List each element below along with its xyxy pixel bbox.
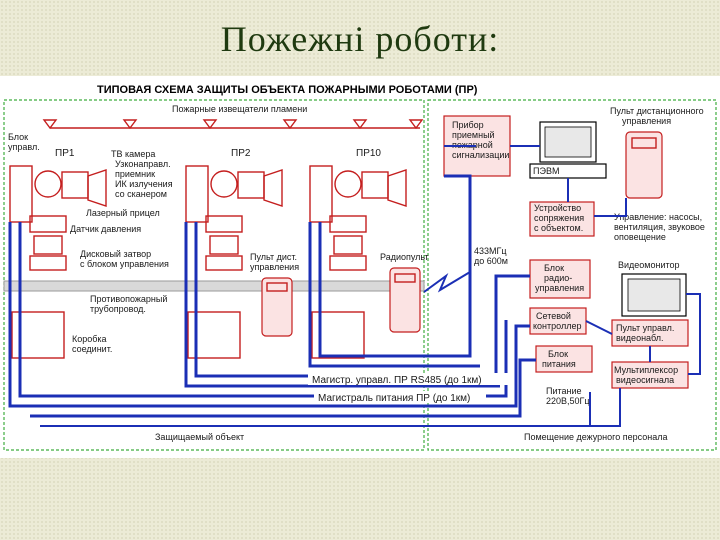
remote-control-top-label-1: Пульт дистанционного <box>610 106 704 116</box>
video-panel-label-2: видеонабл. <box>616 333 664 343</box>
duty-room-label: Помещение дежурного персонала <box>524 432 667 442</box>
fire-panel-label-1: Прибор <box>452 120 484 130</box>
pressure-sensor-label: Датчик давления <box>70 224 141 234</box>
radio-link-zigzag <box>423 271 471 293</box>
tv-camera-label: ТВ камера <box>111 149 155 159</box>
power-supply-label-2: 220В,50Гц <box>546 396 590 406</box>
junction-box-label-1: Коробка <box>72 334 107 344</box>
ir-receiver-label-4: со сканером <box>115 189 167 199</box>
robot-unit-pr10 <box>309 165 407 359</box>
disc-valve-label-2: с блоком управления <box>80 259 169 269</box>
bus-power-label-bg <box>314 391 486 403</box>
power-block-label-2: питания <box>542 359 576 369</box>
pc-label: ПЭВМ <box>533 166 559 176</box>
remote-control-top-device <box>625 131 663 199</box>
video-mux-label-1: Мультиплексор <box>614 365 678 375</box>
remote-control-top-label-2: управления <box>622 116 671 126</box>
block-control-label-2: управл. <box>8 142 40 152</box>
scheme-svg: ТИПОВАЯ СХЕМА ЗАЩИТЫ ОБЪЕКТА ПОЖАРНЫМИ Р… <box>3 84 717 451</box>
protected-object-label: Защищаемый объект <box>155 432 244 442</box>
protected-object-zone <box>3 99 425 451</box>
radio-freq-label-2: до 600м <box>474 256 508 266</box>
pipeline-label-2: трубопровод. <box>90 304 146 314</box>
power-block-label-1: Блок <box>548 349 568 359</box>
fire-pipeline <box>3 280 425 292</box>
interface-label-3: с объектом. <box>534 223 583 233</box>
remote-panel-label-1: Пульт дист. <box>250 252 297 262</box>
diagram-heading: ТИПОВАЯ СХЕМА ЗАЩИТЫ ОБЪЕКТА ПОЖАРНЫМИ Р… <box>97 84 478 96</box>
robot-unit-pr2 <box>185 165 283 359</box>
controls-label-2: вентиляция, звуковое <box>614 222 705 232</box>
laser-sight-label: Лазерный прицел <box>86 208 160 218</box>
junction-box-label-2: соединит. <box>72 344 112 354</box>
remote-panel-label-2: управления <box>250 262 299 272</box>
interface-device-box <box>529 201 595 237</box>
radio-block-label-3: управления <box>535 283 584 293</box>
power-block-box <box>535 345 593 373</box>
pipeline-label-1: Противопожарный <box>90 294 167 304</box>
flame-detector-icons <box>42 119 424 130</box>
controls-label-1: Управление: насосы, <box>614 212 702 222</box>
bus-control-label: Магистр. управл. ПР RS485 (до 1км) <box>312 375 482 386</box>
robot-label-pr10: ПР10 <box>356 148 381 159</box>
radio-block-label-2: радио- <box>544 273 572 283</box>
radio-panel-label: Радиопульт <box>380 252 429 262</box>
remote-panel-device <box>261 277 293 337</box>
robot-label-pr1: ПР1 <box>55 148 75 159</box>
block-control-label-1: Блок <box>8 132 28 142</box>
slide-title: Пожежні роботи: <box>220 19 500 59</box>
video-monitor-icon <box>621 273 687 317</box>
controls-label-3: оповещение <box>614 232 666 242</box>
power-supply-label-1: Питание <box>546 386 582 396</box>
video-mux-label-2: видеосигнала <box>616 375 674 385</box>
bus-power-label: Магистраль питания ПР (до 1км) <box>318 393 470 404</box>
pc-computer-icon <box>529 121 607 179</box>
radio-block-box <box>529 259 591 299</box>
fire-panel-label-4: сигнализации <box>452 150 509 160</box>
radio-panel-device <box>389 267 421 333</box>
ir-receiver-label-1: Узконаправл. <box>115 159 171 169</box>
disc-valve-label-1: Дисковый затвор <box>80 249 151 259</box>
duty-room-zone <box>427 99 717 451</box>
radio-block-label-1: Блок <box>544 263 564 273</box>
radio-freq-label-1: 433МГц <box>474 246 507 256</box>
bus-control-label-bg <box>308 373 508 385</box>
interface-label-1: Устройство <box>534 203 581 213</box>
net-controller-box <box>529 307 587 335</box>
ir-receiver-label-3: ИК излучения <box>115 179 173 189</box>
video-monitor-label: Видеомонитор <box>618 260 680 270</box>
net-controller-label-2: контроллер <box>533 321 581 331</box>
ir-receiver-label-2: приемник <box>115 169 155 179</box>
net-controller-label-1: Сетевой <box>536 311 571 321</box>
flame-detectors-label: Пожарные извещатели пламени <box>172 104 307 114</box>
interface-label-2: сопряжения <box>534 213 584 223</box>
video-panel-label-1: Пульт управл. <box>616 323 674 333</box>
protection-scheme-diagram: ТИПОВАЯ СХЕМА ЗАЩИТЫ ОБЪЕКТА ПОЖАРНЫМИ Р… <box>0 76 720 458</box>
fire-panel-label-2: приемный <box>452 130 495 140</box>
robot-label-pr2: ПР2 <box>231 148 251 159</box>
